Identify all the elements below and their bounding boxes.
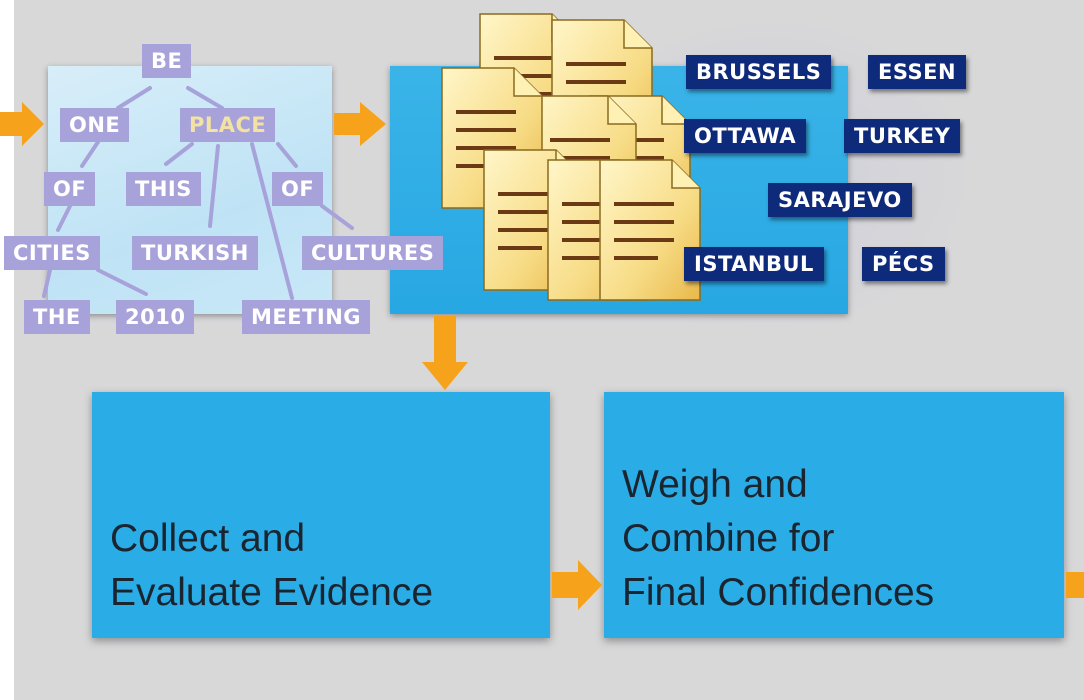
parse-word-turkish: TURKISH [132,236,258,270]
parse-word-one: ONE [60,108,130,142]
collect-evidence-box: Collect and Evaluate Evidence [92,392,550,638]
candidate-essen: ESSEN [868,55,967,89]
candidate-ottawa: OTTAWA [684,119,807,153]
parse-word-cities: CITIES [4,236,100,270]
candidate-pecs: PÉCS [862,247,945,281]
parse-word-cultures: CULTURES [302,236,444,270]
candidate-istanbul: ISTANBUL [684,247,824,281]
collect-evidence-label: Collect and Evaluate Evidence [110,512,540,620]
parse-word-of: OF [44,172,96,206]
candidate-brussels: BRUSSELS [686,55,832,89]
documents-stack-icon [441,13,701,301]
parse-word-place: PLACE [180,108,276,142]
collect-line-1: Collect and [110,517,306,560]
collect-line-2: Evaluate Evidence [110,571,434,614]
parse-word-be: BE [142,44,192,78]
parse-word-2010: 2010 [116,300,195,334]
combine-confidences-box: Weigh and Combine for Final Confidences [604,392,1064,638]
parse-word-of: OF [272,172,324,206]
candidate-sarajevo: SARAJEVO [768,183,912,217]
weigh-line-2: Combine for [622,517,835,560]
parse-word-this: THIS [126,172,201,206]
weigh-line-1: Weigh and [622,463,808,506]
combine-confidences-label: Weigh and Combine for Final Confidences [622,458,1054,620]
parse-word-the: THE [24,300,90,334]
parse-word-meeting: MEETING [242,300,371,334]
candidate-turkey: TURKEY [844,119,961,153]
weigh-line-3: Final Confidences [622,571,935,614]
